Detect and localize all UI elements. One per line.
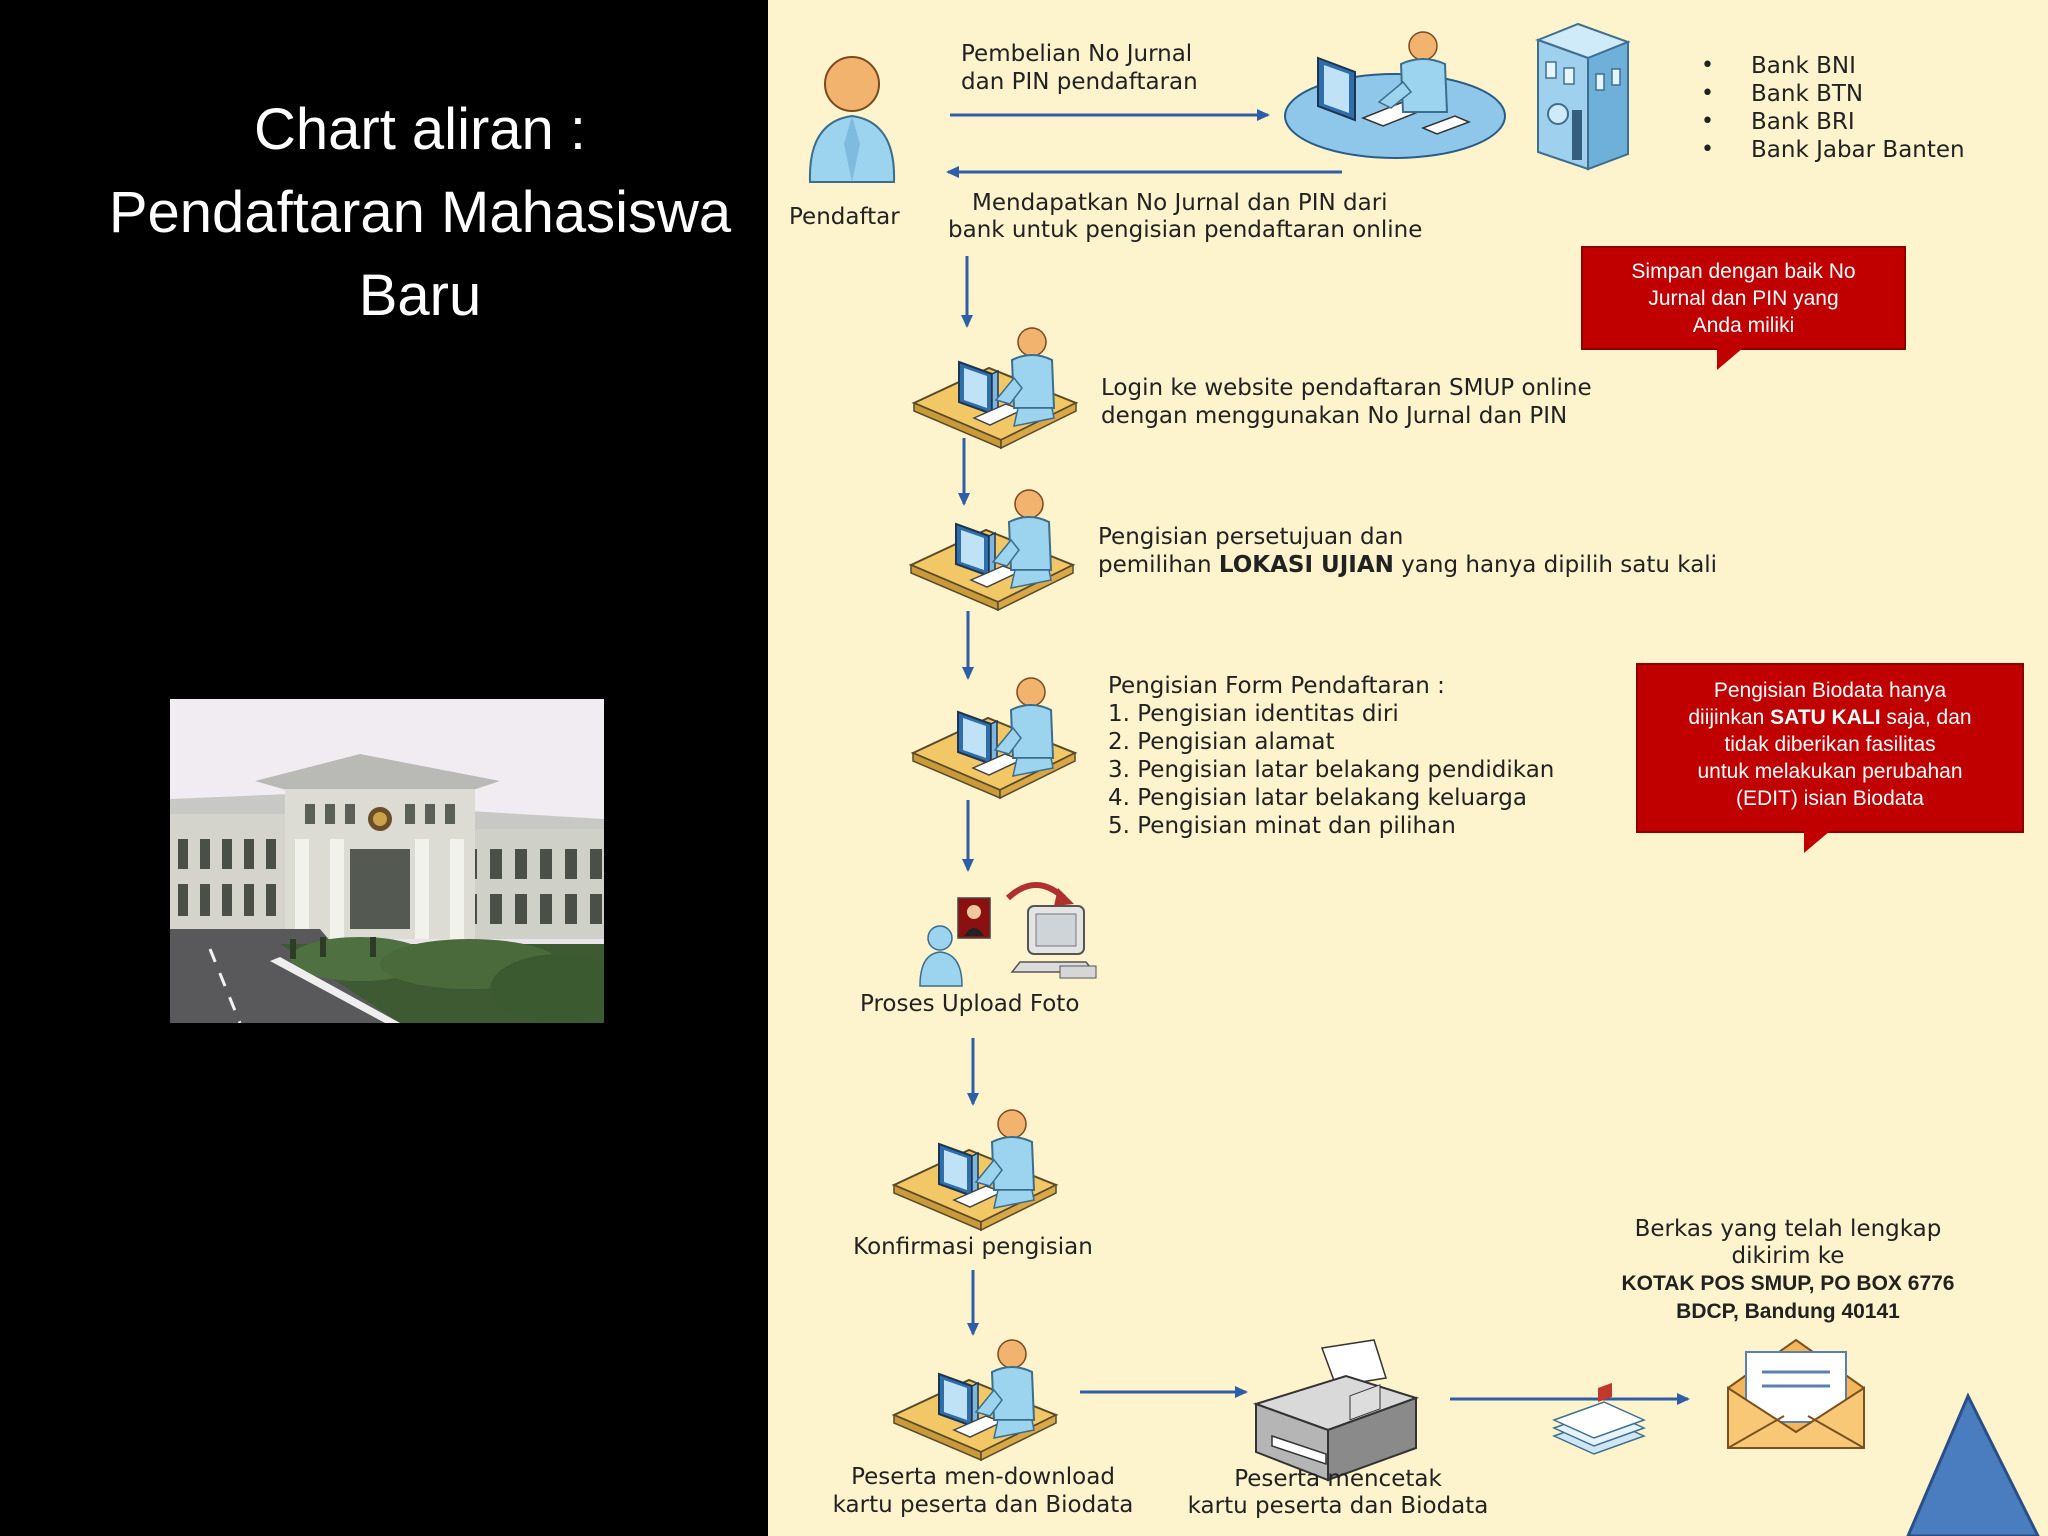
mail-step-line-2: dikirim ke xyxy=(1731,1243,1845,1269)
callout-save-line-3: Anda miliki xyxy=(1692,314,1795,337)
computer-user-icon xyxy=(913,327,1077,449)
form-step-item: 4. Pengisian latar belakang keluarga xyxy=(1108,785,1527,811)
next-slide-triangle-icon[interactable] xyxy=(1906,1392,2040,1536)
computer-user-icon xyxy=(893,1339,1057,1461)
bank-item: Bank BTN xyxy=(1701,80,1965,108)
computer-user-icon xyxy=(910,489,1074,611)
left-panel: Chart aliran : Pendaftaran Mahasiswa Bar… xyxy=(0,0,768,1536)
bank-item: Bank Jabar Banten xyxy=(1701,136,1965,164)
campus-building-photo xyxy=(170,699,604,1023)
callout-save-line-2: Jurnal dan PIN yang xyxy=(1648,287,1839,310)
consent-bold-text: LOKASI UJIAN xyxy=(1218,552,1394,578)
consent-text: pemilihan xyxy=(1098,552,1219,578)
form-step-item: 1. Pengisian identitas diri xyxy=(1108,701,1399,727)
slide-title-line-2: Pendaftaran Mahasiswa xyxy=(108,180,732,245)
bank-item: Bank BNI xyxy=(1701,52,1965,80)
callout-text: diijinkan xyxy=(1688,706,1771,729)
purchase-label-line-1: Pembelian No Jurnal xyxy=(961,41,1193,67)
printer-icon xyxy=(1252,1339,1420,1482)
receive-label-line-1: Mendapatkan No Jurnal dan PIN dari xyxy=(972,190,1388,216)
form-step-heading: Pengisian Form Pendaftaran : xyxy=(1108,673,1445,699)
bank-item: Bank BRI xyxy=(1701,108,1965,136)
flowchart-panel: Pendaftar Pembelian No Jurnal dan PIN pe… xyxy=(768,0,2048,1536)
callout-biodata: Pengisian Biodata hanya diijinkan SATU K… xyxy=(1636,663,2024,853)
callout-biodata-line-5: (EDIT) isian Biodata xyxy=(1736,787,1924,810)
callout-text-tail: saja, dan xyxy=(1880,706,1972,729)
bank-building-icon xyxy=(1535,22,1631,171)
download-step-line-2: kartu peserta dan Biodata xyxy=(832,1492,1134,1518)
receive-label-line-2: bank untuk pengisian pendaftaran online xyxy=(948,217,1423,243)
pendaftar-label: Pendaftar xyxy=(789,204,900,230)
slide-title-line-1: Chart aliran : xyxy=(253,97,587,162)
callout-biodata-line-1: Pengisian Biodata hanya xyxy=(1713,679,1947,702)
callout-save-line-1: Simpan dengan baik No xyxy=(1631,260,1856,283)
consent-text-tail: yang hanya dipilih satu kali xyxy=(1393,552,1718,578)
computer-user-icon xyxy=(1284,31,1506,159)
photo-upload-icon xyxy=(919,882,1097,987)
purchase-label-line-2: dan PIN pendaftaran xyxy=(961,69,1198,95)
upload-step-label: Proses Upload Foto xyxy=(860,991,1080,1017)
print-step-line-2: kartu peserta dan Biodata xyxy=(1187,1493,1489,1519)
consent-step-line-1: Pengisian persetujuan dan xyxy=(1098,524,1404,550)
callout-save-pin: Simpan dengan baik No Jurnal dan PIN yan… xyxy=(1581,246,1906,370)
documents-icon xyxy=(1552,1382,1646,1455)
person-icon xyxy=(808,56,896,183)
computer-user-icon xyxy=(912,677,1076,799)
envelope-icon xyxy=(1727,1338,1865,1449)
callout-biodata-line-4: untuk melakukan perubahan xyxy=(1697,760,1963,783)
bank-list: Bank BNI Bank BTN Bank BRI Bank Jabar Ba… xyxy=(1701,52,1965,164)
print-step-line-1: Peserta mencetak xyxy=(1234,1466,1442,1492)
form-step-item: 5. Pengisian minat dan pilihan xyxy=(1108,813,1456,839)
mail-step-line-4: BDCP, Bandung 40141 xyxy=(1676,1300,1900,1323)
computer-user-icon xyxy=(893,1109,1057,1231)
callout-biodata-line-2: diijinkan SATU KALI saja, dan xyxy=(1638,704,2022,731)
mail-step-line-3: KOTAK POS SMUP, PO BOX 6776 xyxy=(1621,1272,1955,1295)
callout-tail xyxy=(1717,348,1743,370)
callout-bold-text: SATU KALI xyxy=(1770,706,1881,729)
flowchart-canvas xyxy=(808,22,2040,1536)
form-step-item: 3. Pengisian latar belakang pendidikan xyxy=(1108,757,1555,783)
download-step-line-1: Peserta men-download xyxy=(851,1464,1115,1490)
confirm-step-label: Konfirmasi pengisian xyxy=(853,1234,1093,1260)
form-step-list: 1. Pengisian identitas diri 2. Pengisian… xyxy=(1108,700,1554,840)
slide-title-line-3: Baru xyxy=(358,263,482,328)
login-step-line-1: Login ke website pendaftaran SMUP online xyxy=(1101,375,1592,401)
callout-biodata-line-3: tidak diberikan fasilitas xyxy=(1724,733,1936,756)
callout-tail xyxy=(1804,831,1830,853)
mail-step-line-1: Berkas yang telah lengkap xyxy=(1634,1216,1942,1242)
login-step-line-2: dengan menggunakan No Jurnal dan PIN xyxy=(1101,403,1568,429)
form-step-item: 2. Pengisian alamat xyxy=(1108,729,1335,755)
consent-step-line-2: pemilihan LOKASI UJIAN yang hanya dipili… xyxy=(1098,551,1717,579)
slide-title: Chart aliran : Pendaftaran Mahasiswa Bar… xyxy=(40,88,800,337)
